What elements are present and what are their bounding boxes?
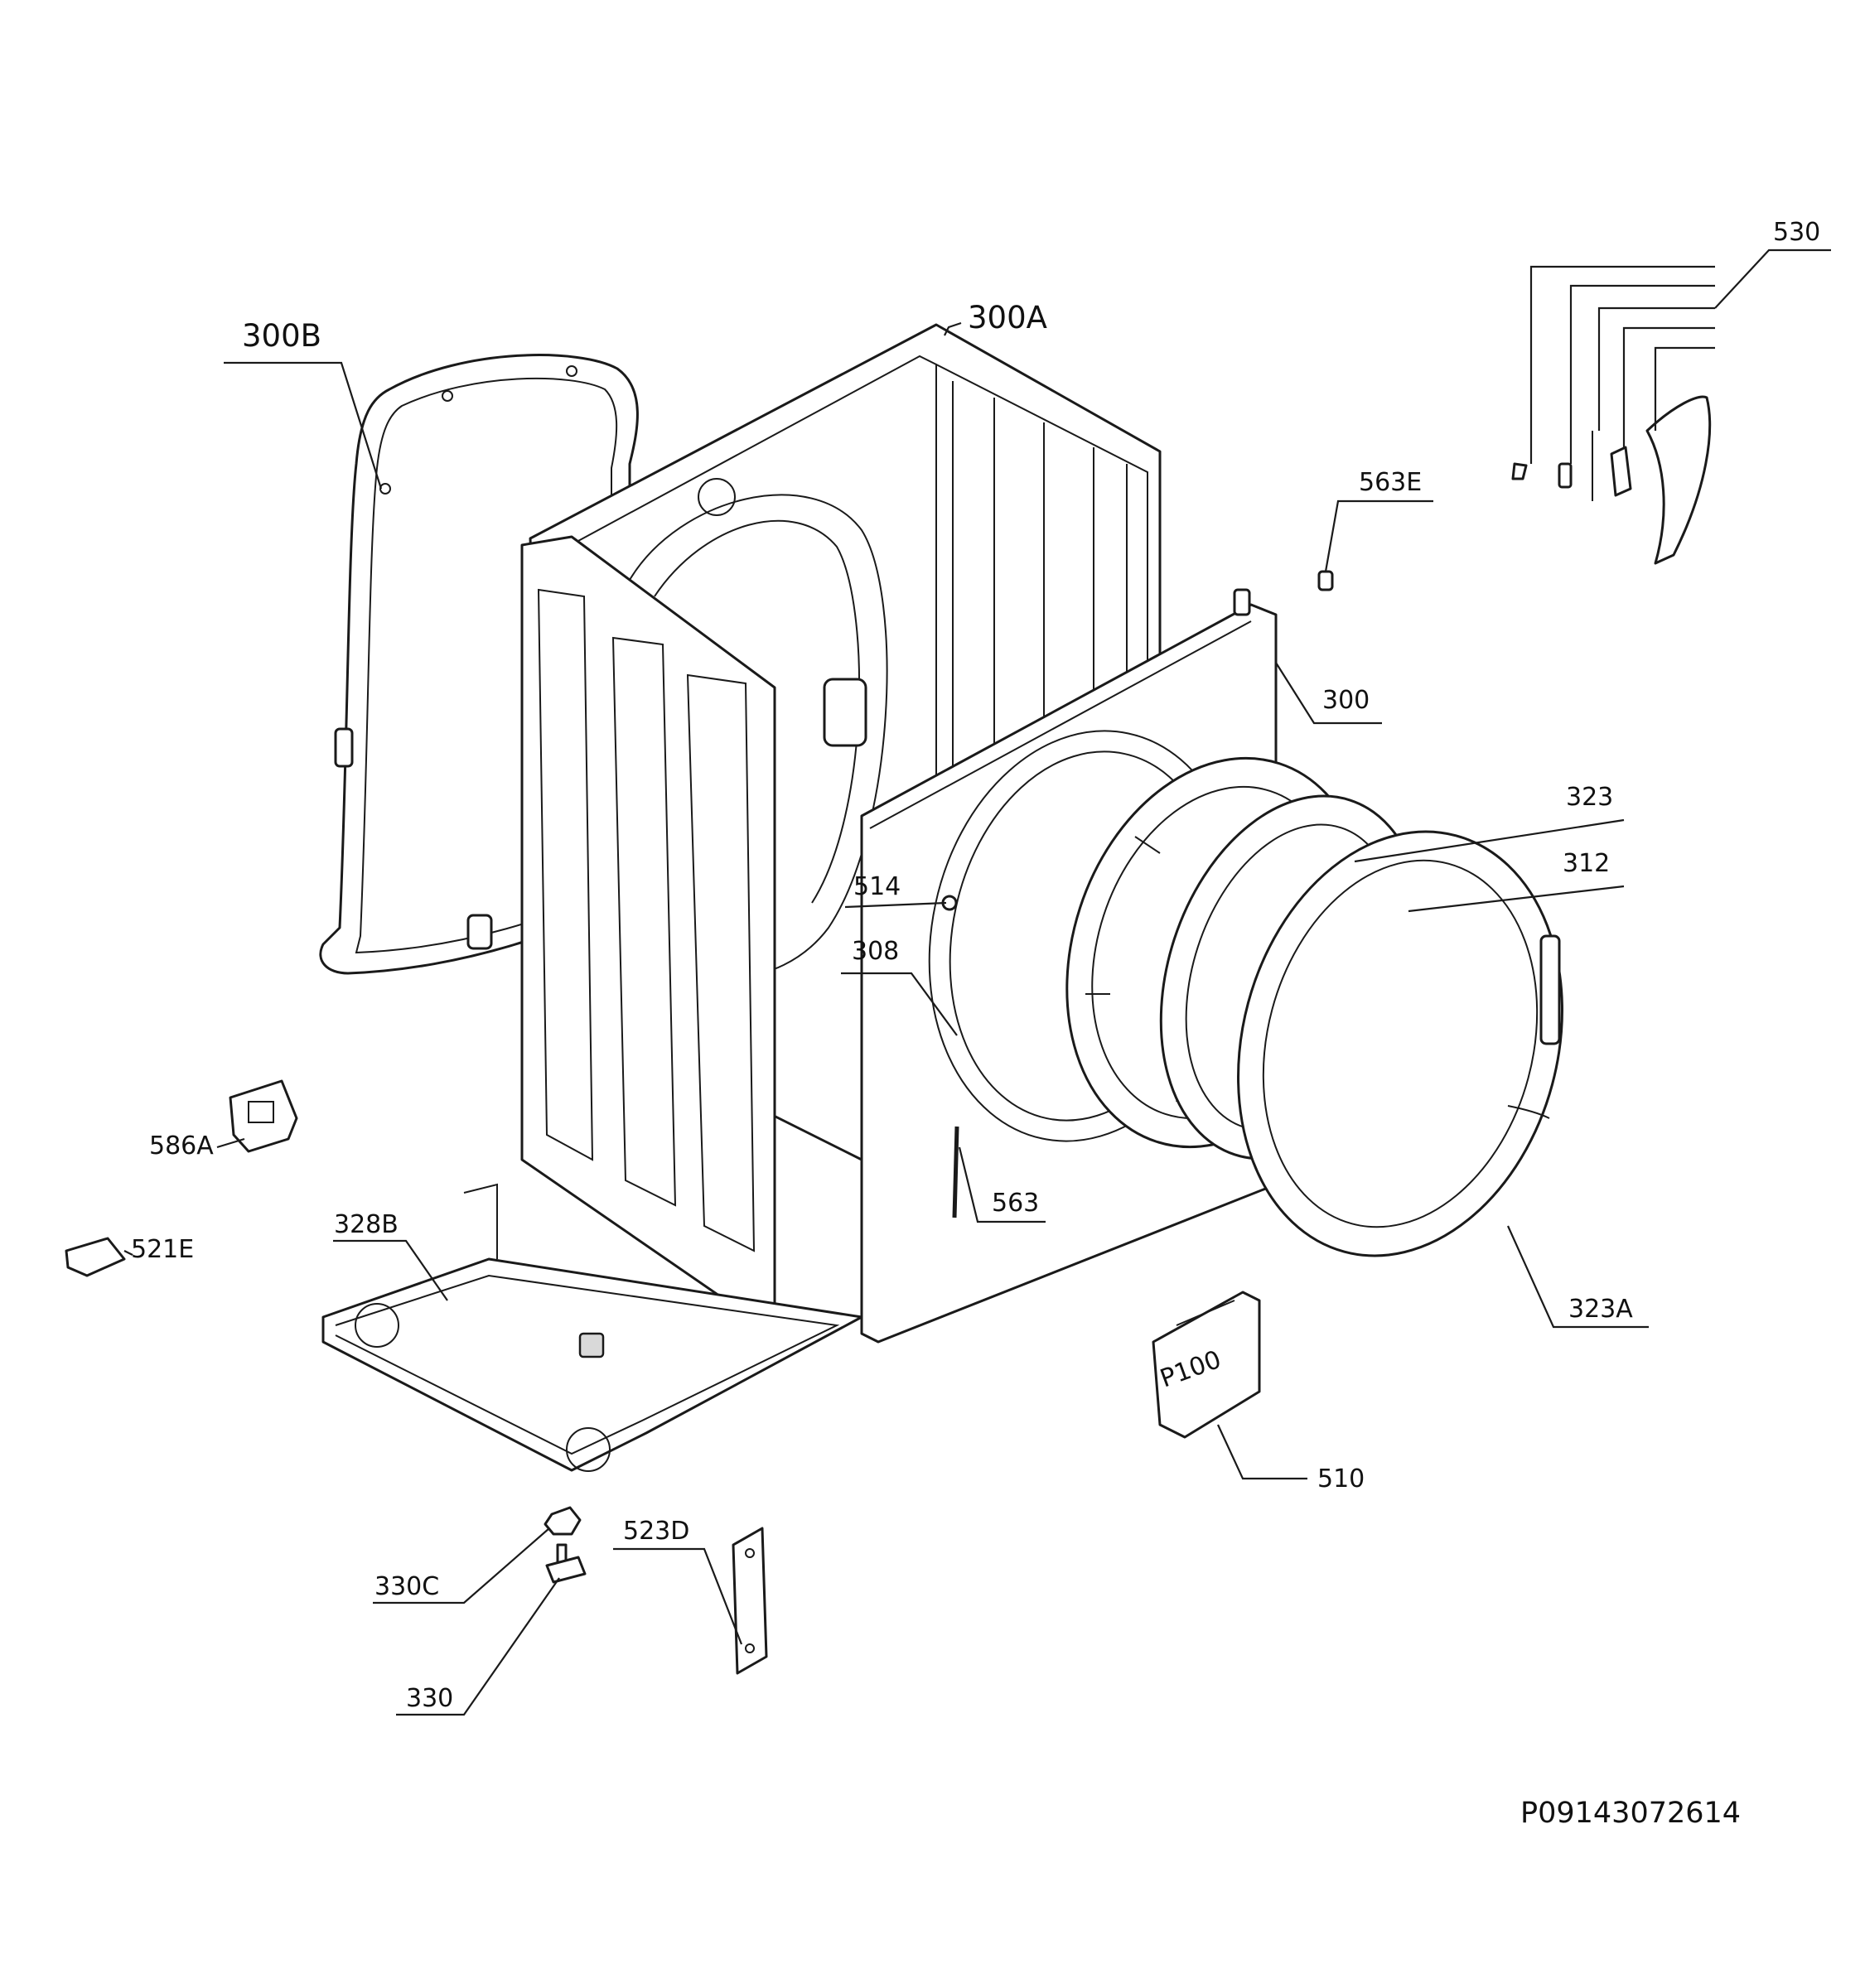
callout-514: 514	[853, 872, 901, 901]
callout-563e: 563E	[1359, 468, 1422, 497]
part-523d-bracket-plate	[732, 1527, 768, 1675]
callout-563: 563	[992, 1189, 1039, 1218]
callout-586a: 586A	[149, 1132, 214, 1160]
callout-523d: 523D	[623, 1517, 689, 1546]
callout-300: 300	[1322, 686, 1370, 715]
callout-300b: 300B	[242, 318, 321, 354]
callout-323: 323	[1566, 783, 1613, 812]
part-330c-nut	[544, 1506, 582, 1536]
callout-312: 312	[1563, 849, 1610, 878]
callout-308: 308	[852, 937, 899, 966]
part-328b-base-plate	[321, 1183, 863, 1472]
part-left-side-panel	[520, 535, 776, 1327]
callout-323a: 323A	[1568, 1295, 1633, 1324]
callout-labels: 530 300B 300A 563E 300 323 312 514 308 5…	[131, 218, 1820, 1713]
part-563e-screw	[1317, 570, 1334, 591]
part-530-handle-assembly	[1511, 395, 1712, 565]
callout-300a: 300A	[968, 300, 1047, 335]
part-521e-bracket	[65, 1237, 126, 1277]
callout-328b: 328B	[334, 1210, 399, 1239]
diagram-reference-code: P09143072614	[1520, 1797, 1741, 1830]
part-563-rod	[952, 1126, 959, 1218]
leader-lines	[123, 248, 1831, 1716]
callout-330: 330	[406, 1684, 453, 1713]
part-323a-door-outer	[1237, 830, 1563, 1257]
part-586a-door-lock	[229, 1079, 298, 1153]
callout-330c: 330C	[374, 1572, 439, 1601]
callout-510: 510	[1317, 1464, 1365, 1493]
part-510-filter-cover: P100	[1152, 1291, 1261, 1439]
callout-521e: 521E	[131, 1235, 194, 1264]
callout-530: 530	[1773, 218, 1820, 247]
part-330-foot	[545, 1543, 587, 1584]
